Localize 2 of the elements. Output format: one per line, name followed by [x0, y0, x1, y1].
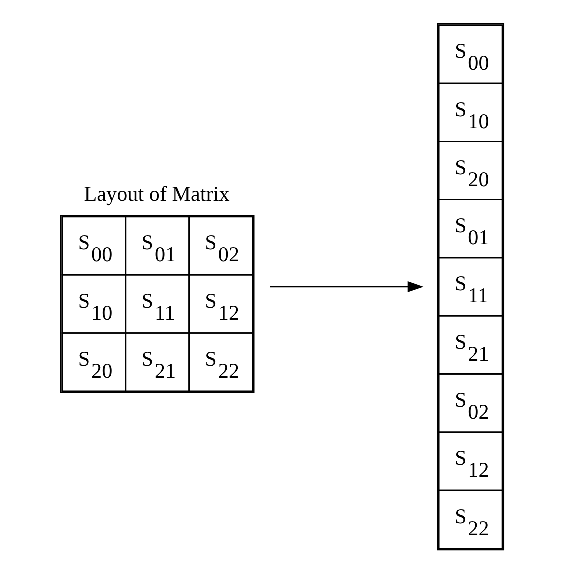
node-label: Layout of Matrix	[84, 182, 230, 206]
arrow	[270, 281, 424, 293]
